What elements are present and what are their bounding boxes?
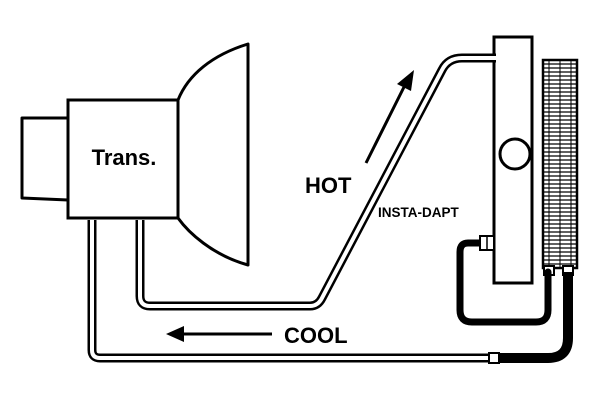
hot-arrow bbox=[364, 70, 414, 164]
hot-label: HOT bbox=[305, 173, 352, 198]
hose-cooler-to-cool-line bbox=[497, 272, 573, 363]
auxiliary-cooler bbox=[541, 58, 579, 276]
cool-line-fitting bbox=[488, 352, 500, 364]
transmission-tailshaft bbox=[20, 116, 69, 202]
transmission-label: Trans. bbox=[92, 145, 157, 170]
hot-line-tube-inner bbox=[138, 56, 496, 308]
insta-dapt-label: INSTA-DAPT bbox=[378, 205, 459, 220]
hot-line bbox=[135, 53, 496, 311]
radiator-cap bbox=[498, 137, 532, 171]
cooler-fins bbox=[543, 60, 577, 268]
radiator bbox=[492, 35, 534, 285]
cool-arrow-head bbox=[166, 326, 184, 342]
hot-arrow-shaft bbox=[364, 84, 407, 164]
transmission-bell-housing bbox=[176, 42, 250, 267]
cool-label: COOL bbox=[284, 323, 348, 348]
cool-line bbox=[87, 220, 494, 363]
hose-radiator-to-cooler bbox=[456, 239, 552, 326]
cool-arrow bbox=[166, 326, 272, 342]
fittings bbox=[479, 235, 500, 364]
cooler-hoses bbox=[456, 239, 573, 363]
cool-line-tube-inner bbox=[90, 220, 494, 360]
transmission-case bbox=[66, 98, 180, 220]
transmission: Trans. bbox=[20, 42, 250, 267]
hot-arrow-head bbox=[397, 70, 414, 91]
